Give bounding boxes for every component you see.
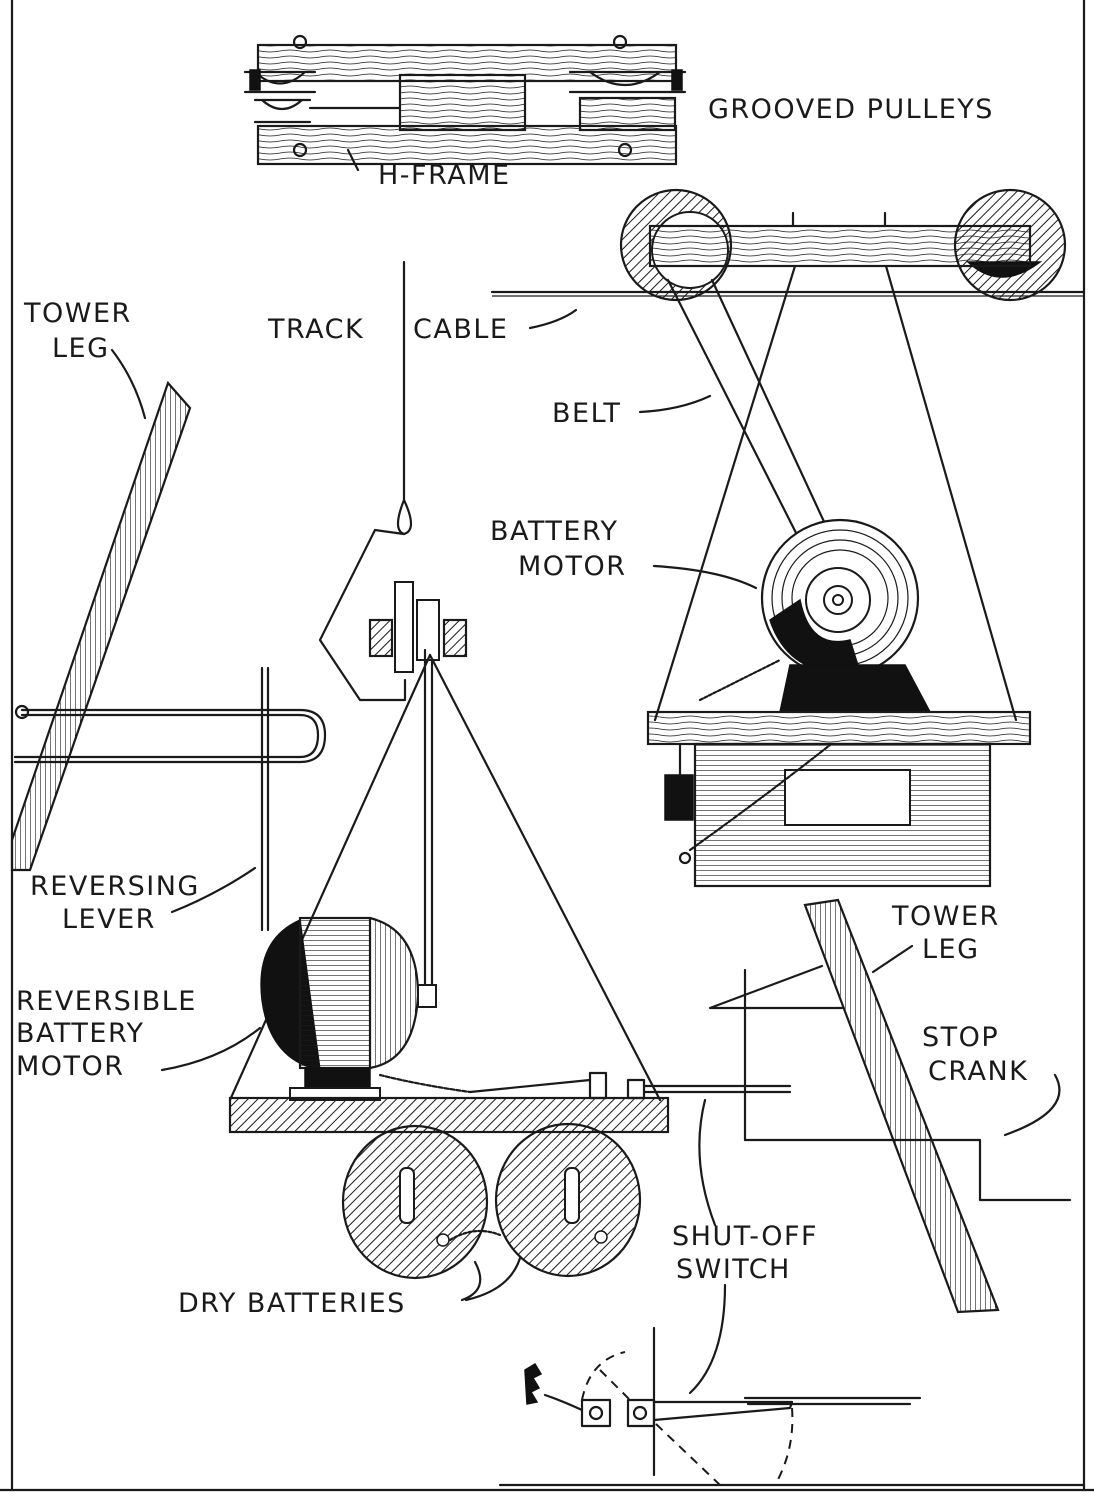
reversing-lever-leader xyxy=(170,866,257,914)
tower-leg-label-top-line1: TOWER xyxy=(23,298,132,329)
tower-leg-right xyxy=(803,898,1000,1314)
shut-off-switch-label-line2: SWITCH xyxy=(676,1254,791,1285)
lower-car-platform xyxy=(228,1096,670,1134)
battery-motor-leader xyxy=(652,564,758,590)
tower-leg-leader-bottom xyxy=(871,944,914,974)
hanger-hook xyxy=(318,498,413,702)
reversible-motor-label-line2: BATTERY xyxy=(16,1018,145,1049)
stop-crank-leader xyxy=(1003,1073,1061,1137)
reversible-motor-label-line3: MOTOR xyxy=(16,1051,125,1082)
car-top-bar xyxy=(648,224,1032,268)
battery-motor-label-line1: BATTERY xyxy=(490,516,619,547)
dry-batteries-leader xyxy=(460,1256,522,1302)
h-frame-leader xyxy=(346,148,360,172)
h-frame-label: H-FRAME xyxy=(378,160,511,191)
tower-leg-label-top-line2: LEG xyxy=(52,333,110,364)
reversible-motor-label-line1: REVERSIBLE xyxy=(16,986,197,1017)
lower-pulley-assembly xyxy=(368,581,468,673)
grooved-pulleys-label: GROOVED PULLEYS xyxy=(708,94,994,125)
reversing-lever-label-line1: REVERSING xyxy=(30,871,200,902)
stop-loop-left xyxy=(13,704,327,764)
dry-battery-right xyxy=(448,1122,642,1278)
belt-leader xyxy=(638,394,712,414)
track-label: TRACK xyxy=(267,314,364,345)
belt-label: BELT xyxy=(552,398,621,429)
h-frame-drawing xyxy=(243,34,687,172)
stop-crank-label-line2: CRANK xyxy=(928,1056,1028,1087)
car-hangers xyxy=(653,264,1018,722)
lower-car-hangers xyxy=(228,648,662,1102)
battery-motor-upper xyxy=(698,518,932,713)
shut-off-switch-label-line1: SHUT-OFF xyxy=(672,1221,818,1252)
stop-crank xyxy=(708,964,1072,1202)
platform-terminals xyxy=(468,1071,792,1100)
shut-off-switch-detail xyxy=(498,1326,1086,1487)
dry-batteries-label: DRY BATTERIES xyxy=(178,1288,406,1319)
tower-leg-leader-top xyxy=(110,348,147,420)
dry-battery-left xyxy=(341,1124,489,1280)
upper-car-platform xyxy=(646,710,1032,746)
reversing-lever-label-line2: LEVER xyxy=(62,904,156,935)
shut-off-switch-leader-down xyxy=(688,1283,727,1395)
grooved-pulley-right xyxy=(568,69,687,94)
shut-off-switch-leader-up xyxy=(698,1098,717,1227)
cable-leader xyxy=(528,308,578,330)
battery-motor-label-line2: MOTOR xyxy=(518,551,627,582)
tower-leg-label-bottom-line1: TOWER xyxy=(891,901,1000,932)
tower-leg-label-bottom-line2: LEG xyxy=(922,934,980,965)
tower-leg-left xyxy=(10,380,192,872)
cable-label: CABLE xyxy=(413,314,508,345)
reversing-lever xyxy=(260,666,270,932)
reversible-motor-leader xyxy=(160,1026,262,1072)
stop-crank-label-line1: STOP xyxy=(922,1022,999,1053)
reversible-battery-motor xyxy=(260,916,472,1101)
grooved-pulley-left xyxy=(243,69,317,124)
track-cable xyxy=(402,260,1086,502)
battery-box xyxy=(664,742,992,888)
